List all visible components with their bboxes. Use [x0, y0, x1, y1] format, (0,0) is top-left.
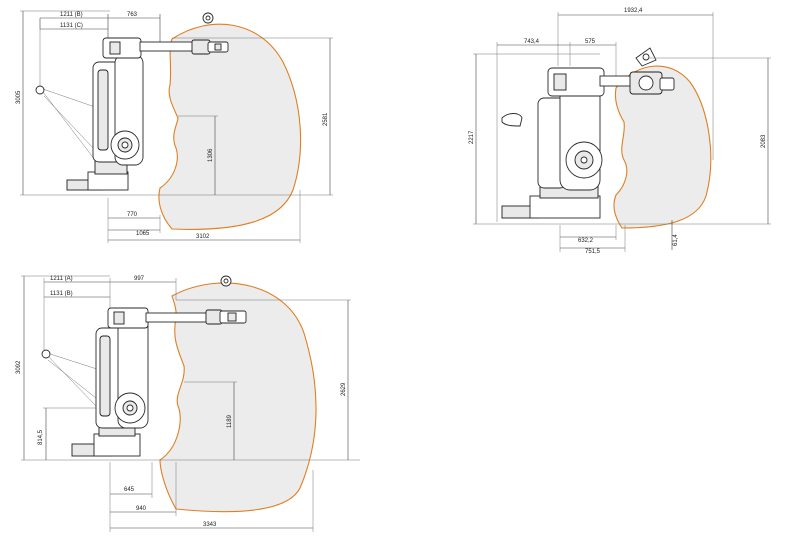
- dim-label-1065: 1065: [136, 231, 150, 237]
- tool-marker-icon: [41, 349, 51, 359]
- dim-label-1211b: 1211 (B): [60, 12, 83, 18]
- dim-label-2629: 2629: [341, 382, 347, 396]
- dim-label-2581: 2581: [323, 112, 329, 126]
- tool-marker-icon: [35, 85, 45, 95]
- tool-ring-inner-icon: [205, 15, 211, 21]
- dim-label-1932: 1932,4: [624, 8, 643, 14]
- robot-body: [66, 37, 229, 191]
- dim-label-770: 770: [127, 212, 138, 218]
- robot-body: [71, 307, 247, 457]
- dim-label-3343: 3343: [203, 522, 217, 528]
- workspace-envelope: [158, 23, 302, 230]
- dim-label-1306: 1306: [208, 148, 214, 162]
- dim-label-751: 751,5: [585, 249, 601, 255]
- dim-label-3102: 3102: [196, 234, 210, 240]
- dim-label-632: 632,2: [578, 238, 594, 244]
- dim-label-3005: 3005: [16, 90, 22, 104]
- workspace-envelope: [613, 65, 712, 229]
- dim-label-2217: 2217: [469, 130, 475, 144]
- dim-label-1211a: 1211 (A): [50, 276, 73, 282]
- dim-label-1131b: 1131 (B): [50, 291, 73, 297]
- view-bottom: 1211 (A) 997 1131 (B) 3092 2629 1189 814…: [16, 275, 360, 532]
- tool-tip-ring-icon: [642, 53, 650, 61]
- dim-label-763: 763: [127, 12, 138, 18]
- dim-label-2083: 2083: [761, 134, 767, 148]
- dim-label-1131c: 1131 (C): [60, 23, 83, 29]
- dim-label-645: 645: [124, 487, 135, 493]
- dim-label-61: 61,4: [673, 234, 679, 246]
- dim-label-743: 743,4: [524, 39, 540, 45]
- dim-label-814: 814,5: [38, 429, 44, 445]
- robot-body: [501, 67, 675, 219]
- dim-label-940: 940: [136, 506, 147, 512]
- view-top-right: 1932,4 743,4 575 2217 2083 632,2 751,5 6…: [469, 8, 771, 255]
- tool-ring-inner-icon: [223, 278, 229, 284]
- dim-label-575: 575: [585, 39, 596, 45]
- workspace-envelope: [159, 282, 317, 513]
- view-top-left: 1211 (B) 763 1131 (C) 3005 2581 1306 770…: [16, 10, 333, 243]
- dim-label-1189: 1189: [227, 414, 233, 428]
- dim-label-3092: 3092: [16, 360, 22, 374]
- dim-label-997: 997: [134, 276, 145, 282]
